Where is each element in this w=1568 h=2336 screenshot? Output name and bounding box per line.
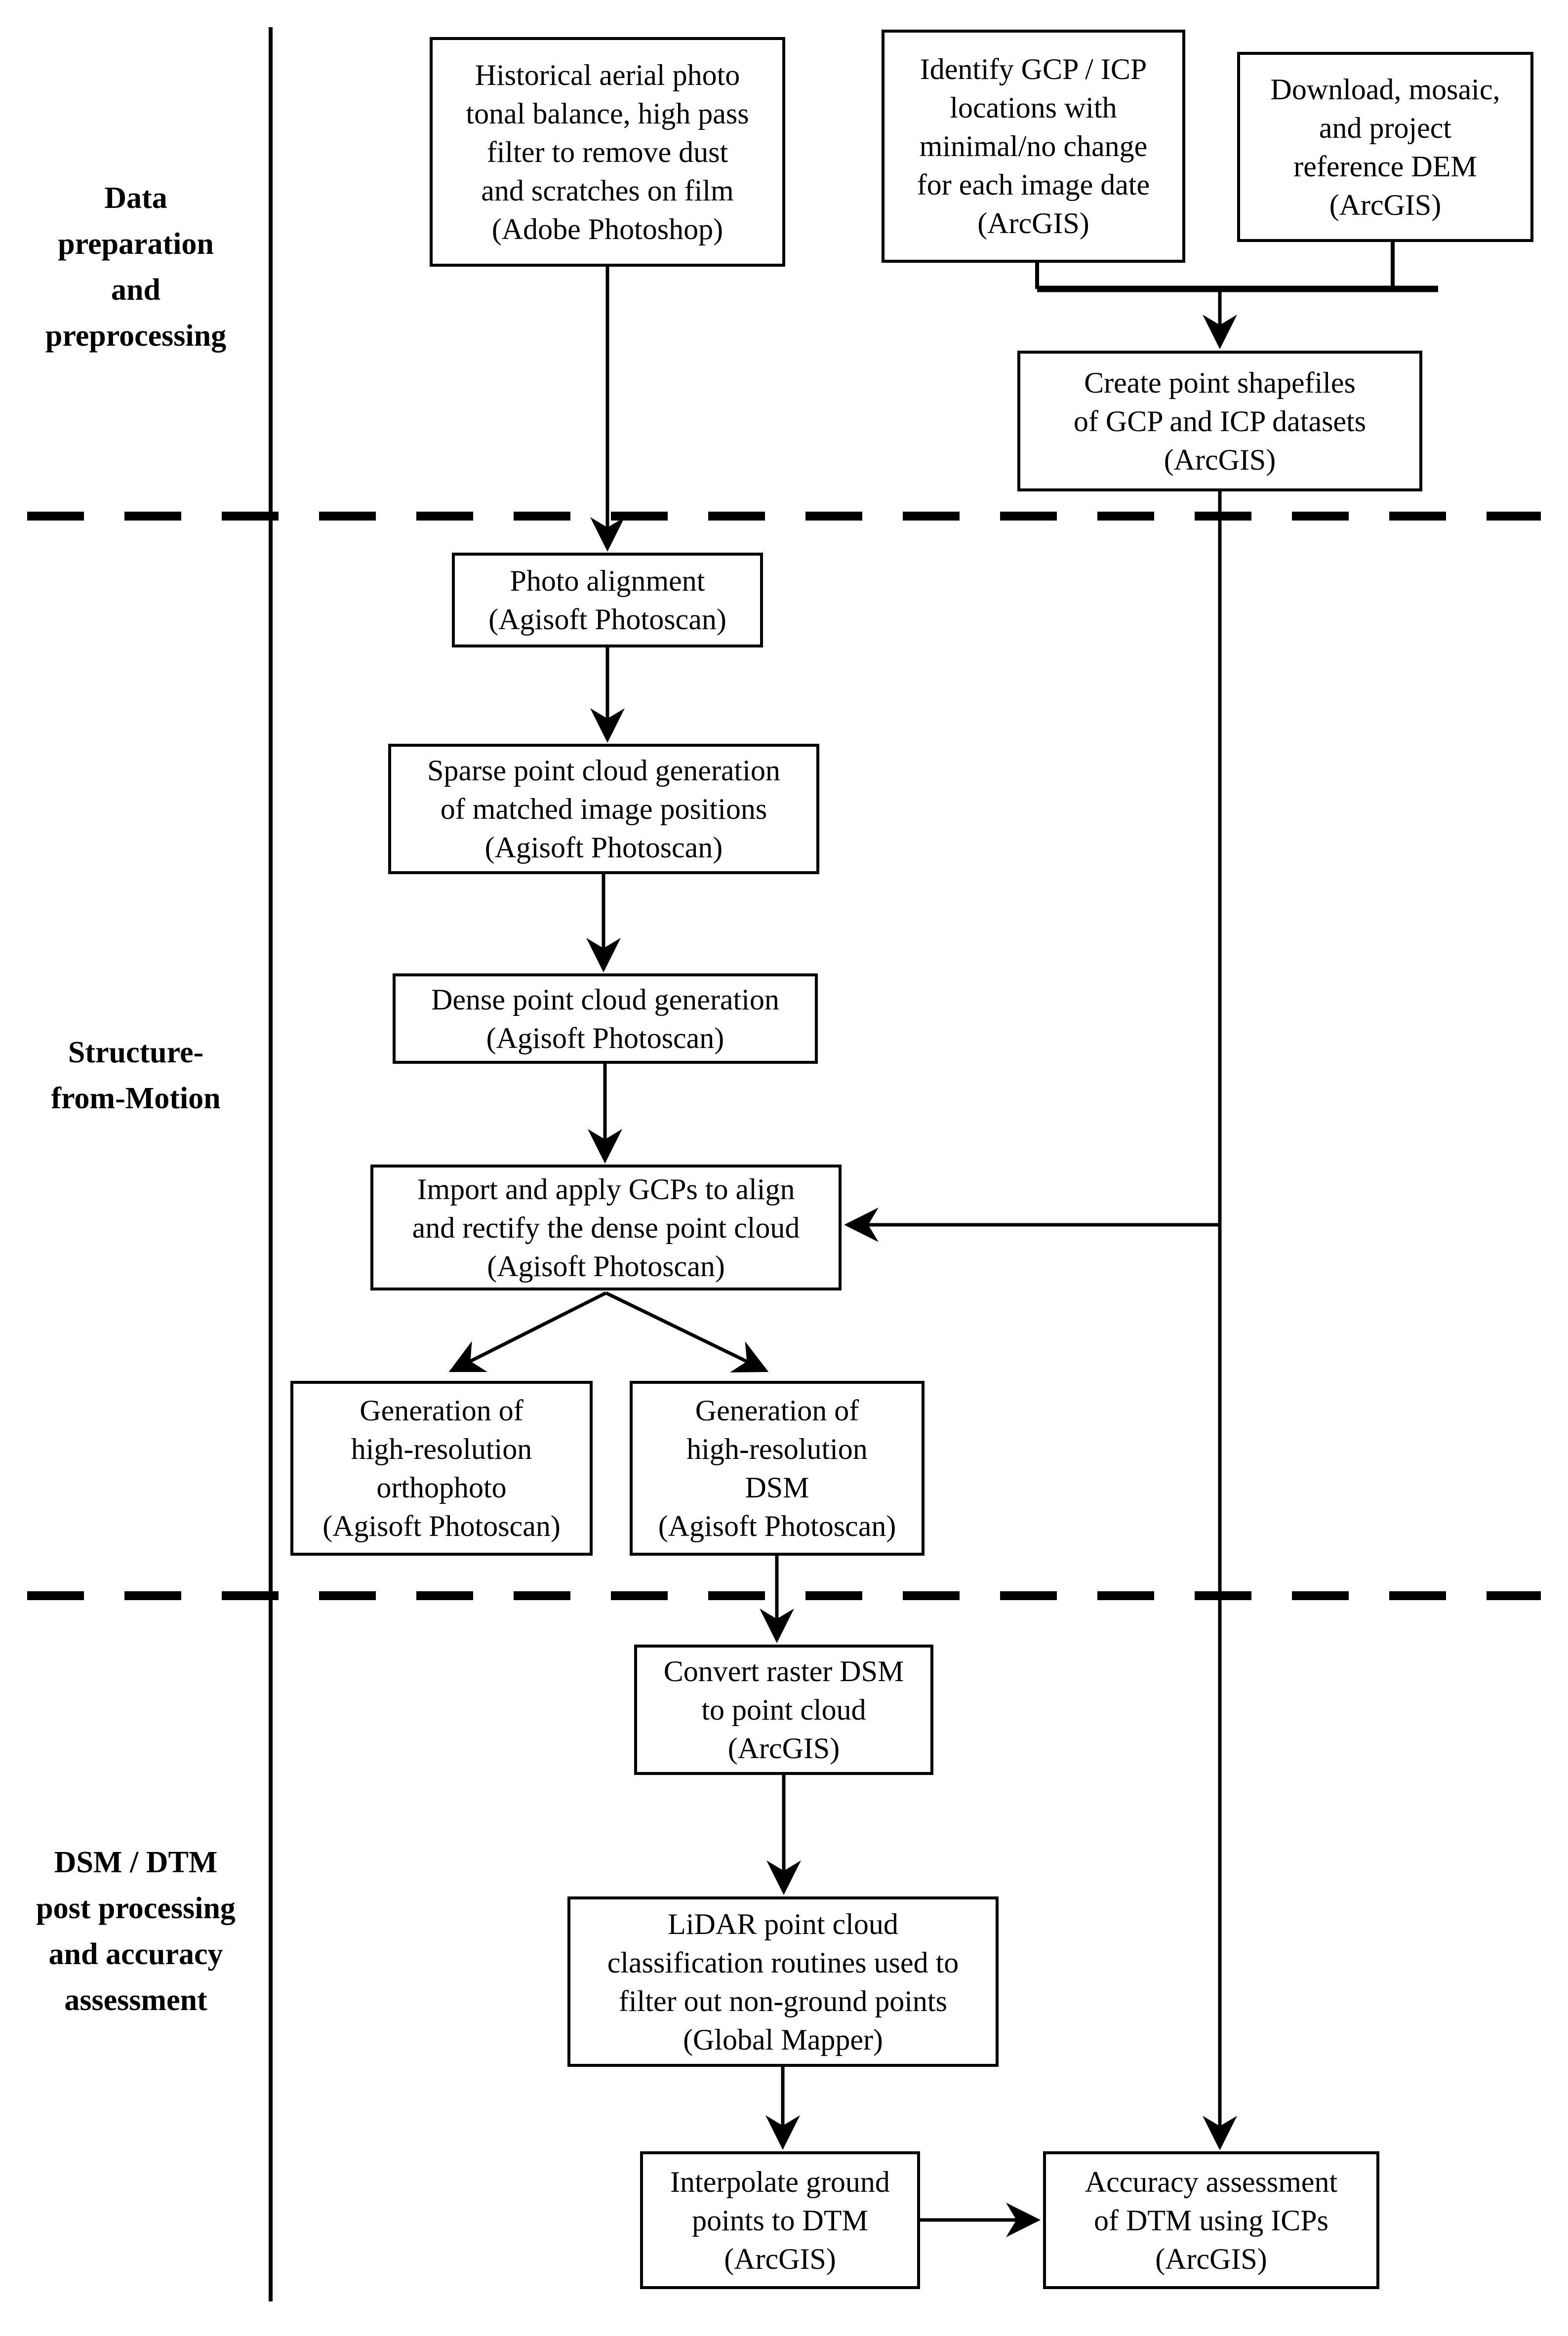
node-identify-gcp-icp: Identify GCP / ICP locations with minima…: [882, 30, 1185, 263]
node-interpolate-dtm: Interpolate ground points to DTM (ArcGIS…: [640, 2151, 920, 2289]
node-sparse-point-cloud: Sparse point cloud generation of matched…: [388, 744, 819, 874]
node-photo-alignment: Photo alignment (Agisoft Photoscan): [452, 553, 763, 647]
node-lidar-classification: LiDAR point cloud classification routine…: [567, 1896, 999, 2067]
arrow-import-to-dsm: [605, 1291, 769, 1372]
node-generation-dsm: Generation of high-resolution DSM (Agiso…: [630, 1381, 925, 1556]
arrow-import-to-orthophoto: [448, 1291, 607, 1372]
node-dense-point-cloud: Dense point cloud generation (Agisoft Ph…: [393, 973, 818, 1064]
node-accuracy-assessment: Accuracy assessment of DTM using ICPs (A…: [1043, 2151, 1379, 2289]
section-label-data-preparation: Data preparation and preprocessing: [45, 181, 227, 353]
section-label-structure-from-motion: Structure- from-Motion: [51, 1036, 221, 1115]
node-generation-orthophoto: Generation of high-resolution orthophoto…: [290, 1381, 593, 1556]
node-create-point-shapefiles: Create point shapefiles of GCP and ICP d…: [1017, 351, 1422, 491]
node-convert-raster-dsm: Convert raster DSM to point cloud (ArcGI…: [634, 1645, 933, 1775]
node-historical-aerial-photo: Historical aerial photo tonal balance, h…: [430, 37, 785, 267]
node-import-apply-gcps: Import and apply GCPs to align and recti…: [370, 1165, 842, 1290]
node-download-mosaic-dem: Download, mosaic, and project reference …: [1237, 52, 1533, 242]
section-label-dsm-dtm-postprocessing: DSM / DTM post processing and accuracy a…: [36, 1846, 236, 2017]
